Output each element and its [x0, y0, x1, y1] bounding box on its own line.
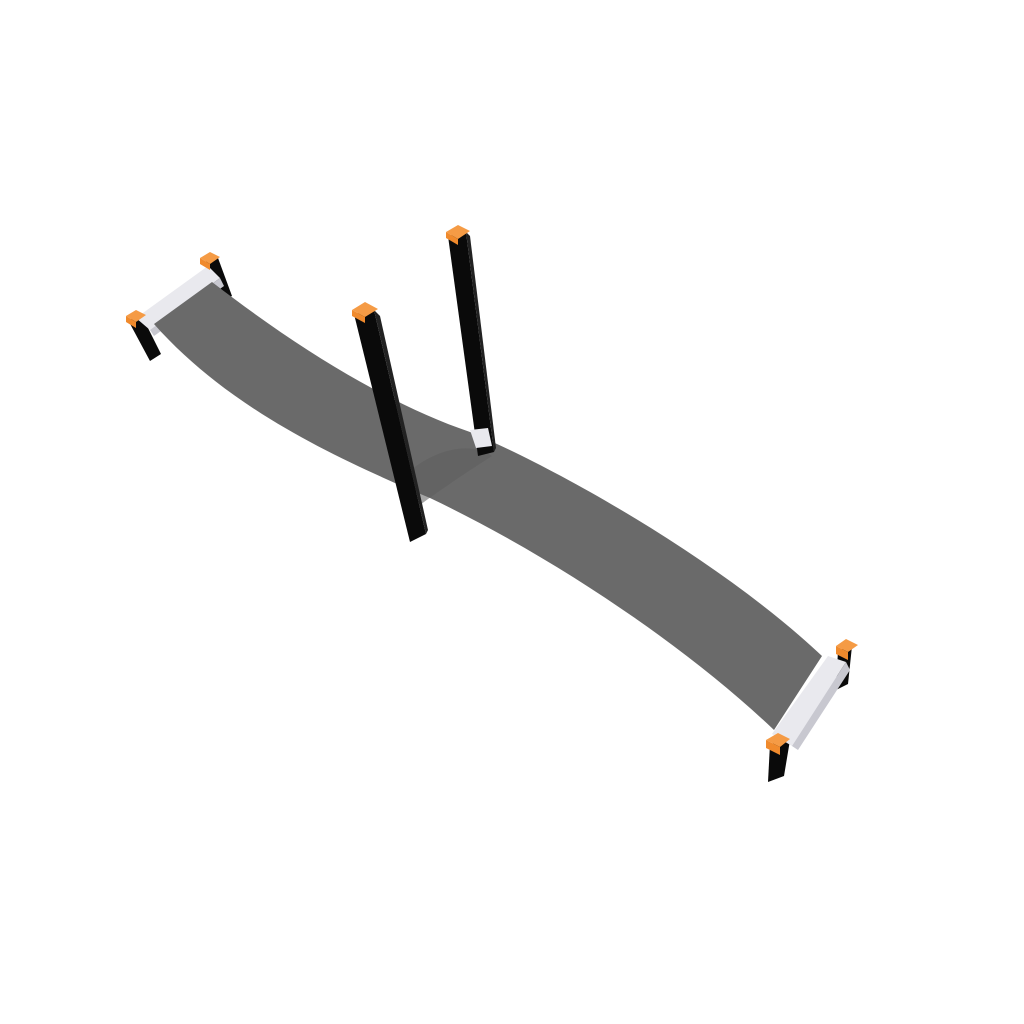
left-clamp-bar — [136, 266, 220, 330]
center-back-cap-side — [446, 232, 458, 245]
right-front-cap-side — [766, 740, 780, 755]
right-end-frame — [766, 639, 858, 782]
center-front-post — [354, 310, 426, 542]
left-front-post — [128, 316, 161, 361]
left-back-cap-side — [200, 258, 210, 270]
center-front-cap — [352, 302, 378, 317]
right-front-cap — [766, 733, 790, 747]
center-back-post — [448, 232, 494, 456]
center-posts — [352, 225, 496, 542]
walkway-belt-crease — [402, 448, 492, 505]
left-front-cap-side — [126, 316, 136, 328]
right-back-cap-side — [836, 646, 848, 660]
center-front-post-side — [374, 310, 428, 534]
center-back-post-side — [466, 232, 496, 452]
right-clamp-bar — [772, 656, 846, 746]
right-clamp-bar-shadow — [792, 662, 850, 750]
center-back-clamp — [470, 428, 492, 448]
center-front-cap-side — [352, 310, 365, 323]
walkway-belt — [154, 282, 822, 730]
